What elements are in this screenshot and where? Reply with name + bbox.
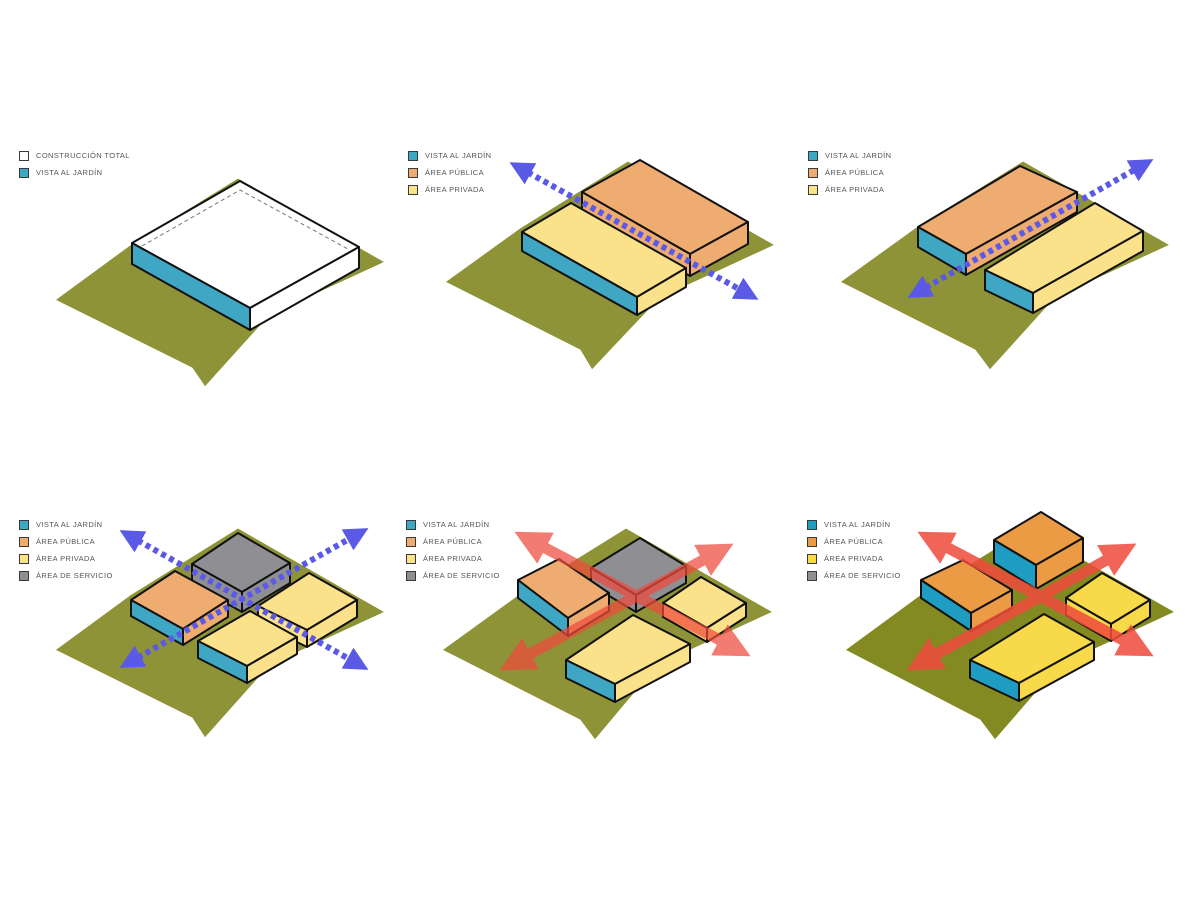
legend-diagram-6: VISTA AL JARDÍN ÁREA PÚBLICA ÁREA PRIVAD… [807,516,901,584]
legend-label: ÁREA DE SERVICIO [36,571,113,580]
legend-label: VISTA AL JARDÍN [423,520,490,529]
view-axis-arrow [509,162,759,300]
legend-item: ÁREA PRIVADA [406,550,500,567]
legend-item: VISTA AL JARDÍN [408,147,491,164]
diagram-3 [839,159,1172,371]
legend-item: ÁREA PÚBLICA [406,533,500,550]
legend-diagram-5: VISTA AL JARDÍN ÁREA PÚBLICA ÁREA PRIVAD… [406,516,500,584]
legend-item: ÁREA DE SERVICIO [19,567,113,584]
legend-swatch [19,150,29,161]
diagram-4 [54,527,387,739]
circulation-arrow [499,543,734,671]
legend-item: ÁREA PÚBLICA [19,533,113,550]
legend-label: VISTA AL JARDÍN [825,151,892,160]
legend-item: VISTA AL JARDÍN [807,516,901,533]
legend-swatch [808,184,818,195]
legend-swatch [808,150,818,161]
legend-item: VISTA AL JARDÍN [406,516,500,533]
legend-swatch [408,150,418,161]
diagram-6 [844,511,1177,741]
legend-swatch [807,570,817,581]
view-axis-arrow [907,159,1154,298]
legend-label: VISTA AL JARDÍN [36,168,103,177]
red-circulation-arrows [499,531,751,671]
diagram-5 [441,527,775,741]
legend-label: ÁREA PÚBLICA [423,537,482,546]
building-total [131,180,360,331]
legend-diagram-2: VISTA AL JARDÍN ÁREA PÚBLICA ÁREA PRIVAD… [408,147,491,198]
legend-label: ÁREA PÚBLICA [425,168,484,177]
legend-item: ÁREA DE SERVICIO [406,567,500,584]
legend-label: VISTA AL JARDÍN [824,520,891,529]
legend-label: ÁREA DE SERVICIO [423,571,500,580]
legend-item: VISTA AL JARDÍN [808,147,891,164]
legend-item: ÁREA PRIVADA [807,550,901,567]
legend-item: ÁREA PRIVADA [19,550,113,567]
legend-label: ÁREA PÚBLICA [825,168,884,177]
legend-item: ÁREA DE SERVICIO [807,567,901,584]
view-axis-arrow [119,528,369,668]
legend-label: VISTA AL JARDÍN [425,151,492,160]
legend-swatch [406,570,416,581]
diagram-1 [54,177,387,388]
legend-item: CONSTRUCCIÓN TOTAL [19,147,130,164]
legend-swatch [19,536,29,547]
block-side [1018,641,1095,702]
legend-diagram-4: VISTA AL JARDÍN ÁREA PÚBLICA ÁREA PRIVAD… [19,516,113,584]
legend-item: ÁREA PÚBLICA [408,164,491,181]
legend-label: ÁREA PRIVADA [423,554,483,563]
diagram-2 [444,159,777,371]
legend-label: CONSTRUCCIÓN TOTAL [36,151,130,160]
legend-swatch [408,167,418,178]
block-side [614,643,691,703]
legend-swatch [19,167,29,178]
circulation-arrow [906,543,1137,671]
legend-swatch [408,184,418,195]
legend-swatch [406,553,416,564]
legend-label: ÁREA PÚBLICA [36,537,95,546]
legend-label: ÁREA PRIVADA [425,185,485,194]
legend-swatch [807,553,817,564]
legend-diagram-1: CONSTRUCCIÓN TOTAL VISTA AL JARDÍN [19,147,130,181]
legend-diagram-3: VISTA AL JARDÍN ÁREA PÚBLICA ÁREA PRIVAD… [808,147,891,198]
block-private-front [969,613,1095,702]
legend-item: VISTA AL JARDÍN [19,516,113,533]
legend-swatch [19,570,29,581]
legend-label: ÁREA DE SERVICIO [824,571,901,580]
legend-swatch [807,519,817,530]
hidden-edges [141,189,349,250]
legend-item: ÁREA PÚBLICA [808,164,891,181]
legend-swatch [406,519,416,530]
legend-swatch [19,553,29,564]
building-side-face [249,246,360,331]
legend-label: VISTA AL JARDÍN [36,520,103,529]
legend-label: ÁREA PÚBLICA [824,537,883,546]
legend-item: VISTA AL JARDÍN [19,164,130,181]
legend-item: ÁREA PÚBLICA [807,533,901,550]
legend-swatch [807,536,817,547]
block-private-front [565,614,691,703]
legend-swatch [808,167,818,178]
legend-swatch [19,519,29,530]
legend-label: ÁREA PRIVADA [824,554,884,563]
red-circulation-arrows [906,531,1154,671]
legend-item: ÁREA PRIVADA [808,181,891,198]
legend-label: ÁREA PRIVADA [36,554,96,563]
legend-item: ÁREA PRIVADA [408,181,491,198]
legend-swatch [406,536,416,547]
legend-label: ÁREA PRIVADA [825,185,885,194]
